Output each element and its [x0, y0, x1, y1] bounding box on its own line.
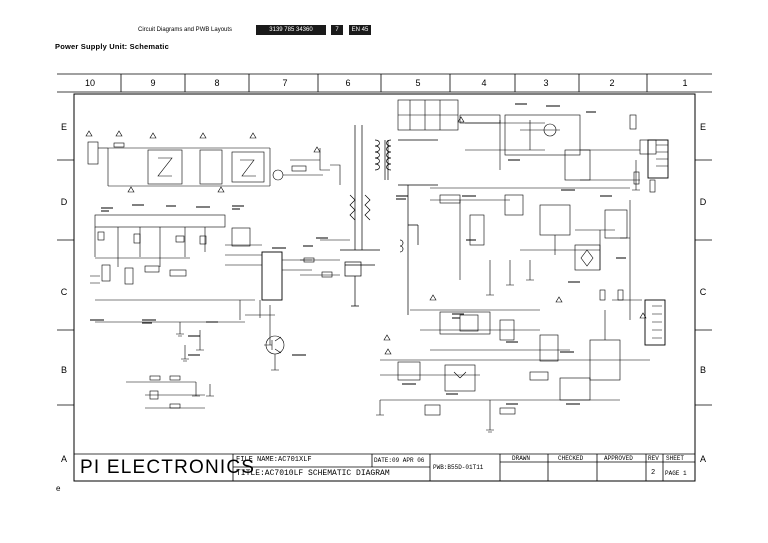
column-label-5: 5 — [415, 78, 421, 88]
standby-section — [126, 375, 214, 409]
row-label-c-left: C — [60, 287, 68, 297]
row-label-d-right: D — [699, 197, 707, 207]
rev-label: REV — [648, 455, 659, 462]
row-label-b-right: B — [699, 365, 706, 375]
page-title: Power Supply Unit: Schematic — [55, 42, 169, 51]
checked-label: CHECKED — [558, 455, 584, 462]
approved-label: APPROVED — [604, 455, 633, 462]
row-label-e-left: E — [60, 122, 67, 132]
language-badge: EN 45 — [349, 25, 371, 35]
rev-value: 2 — [651, 469, 656, 477]
footnote-mark: e — [56, 484, 61, 493]
column-label-9: 9 — [150, 78, 156, 88]
row-label-d-left: D — [60, 197, 68, 207]
column-label-4: 4 — [481, 78, 487, 88]
column-label-1: 1 — [682, 78, 688, 88]
sheet-value: PAGE 1 — [665, 470, 687, 477]
sheet-label: SHEET — [666, 455, 685, 462]
page-number-badge: 7 — [331, 25, 343, 35]
file-name: FILE NAME:AC701XLF — [236, 456, 312, 464]
column-label-3: 3 — [543, 78, 549, 88]
column-label-8: 8 — [214, 78, 220, 88]
drawn-label: DRAWN — [512, 455, 531, 462]
pwb-number: PWB:B55D-01T11 — [433, 464, 484, 471]
company-name: PI ELECTRONICS — [80, 457, 256, 478]
section-title: Circuit Diagrams and PWB Layouts — [138, 27, 233, 33]
title-block-grid — [74, 453, 695, 481]
revision-date: DATE:09 APR 06 — [374, 457, 425, 464]
row-label-a-right: A — [699, 454, 706, 464]
transformer-section — [340, 125, 438, 315]
pfc-controller-section — [90, 214, 392, 371]
row-label-a-left: A — [60, 454, 67, 464]
protection-section — [376, 294, 666, 433]
row-label-e-right: E — [699, 122, 706, 132]
column-label-2: 2 — [609, 78, 615, 88]
doc-number-badge: 3139 785 34360 — [256, 25, 326, 35]
drawing-frame — [73, 93, 696, 482]
row-label-b-left: B — [60, 365, 67, 375]
regulator-section — [430, 187, 642, 320]
column-label-6: 6 — [345, 78, 351, 88]
column-label-7: 7 — [282, 78, 288, 88]
mains-input-section — [85, 130, 341, 193]
row-label-c-right: C — [699, 287, 707, 297]
secondary-output-top — [397, 99, 669, 193]
grid-ruler — [57, 73, 712, 406]
component-reference-marks — [90, 103, 626, 405]
column-label-10: 10 — [84, 78, 95, 88]
drawing-title: TITLE:AC7010LF SCHEMATIC DIAGRAM — [236, 469, 390, 478]
